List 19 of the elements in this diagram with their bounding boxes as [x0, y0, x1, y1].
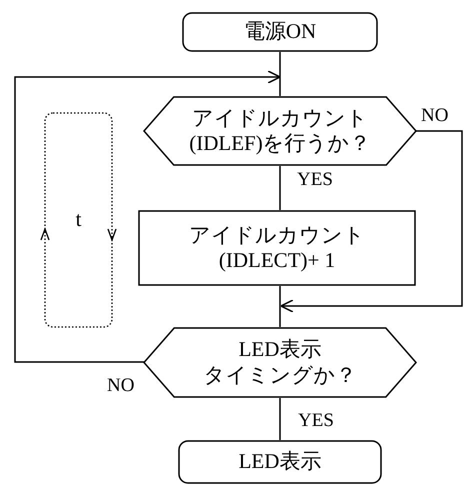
process-box: [138, 210, 416, 286]
flow-line: [279, 166, 281, 210]
node-text: アイドルカウント(IDLECT)+ 1: [188, 222, 366, 274]
terminal-box: [182, 12, 378, 52]
flow-arrow: [280, 130, 463, 313]
flow-line: [279, 398, 281, 440]
terminal-box: [178, 440, 382, 484]
node-text: 電源ON: [244, 19, 316, 45]
flow-line: [279, 286, 281, 327]
node-text: LED表示: [238, 449, 322, 475]
node-text: タイミングか？: [202, 362, 358, 388]
node-text: LED表示: [238, 337, 322, 362]
dotted-interval-box: [40, 112, 117, 328]
flow-arrow: [14, 70, 281, 363]
node-text: アイドルカウント(IDLEF)を行うか？: [188, 106, 372, 156]
decision-hexagon: [144, 96, 416, 166]
flow-line: [279, 52, 281, 96]
decision-hexagon: [144, 327, 416, 398]
interval-label: t: [76, 207, 82, 233]
